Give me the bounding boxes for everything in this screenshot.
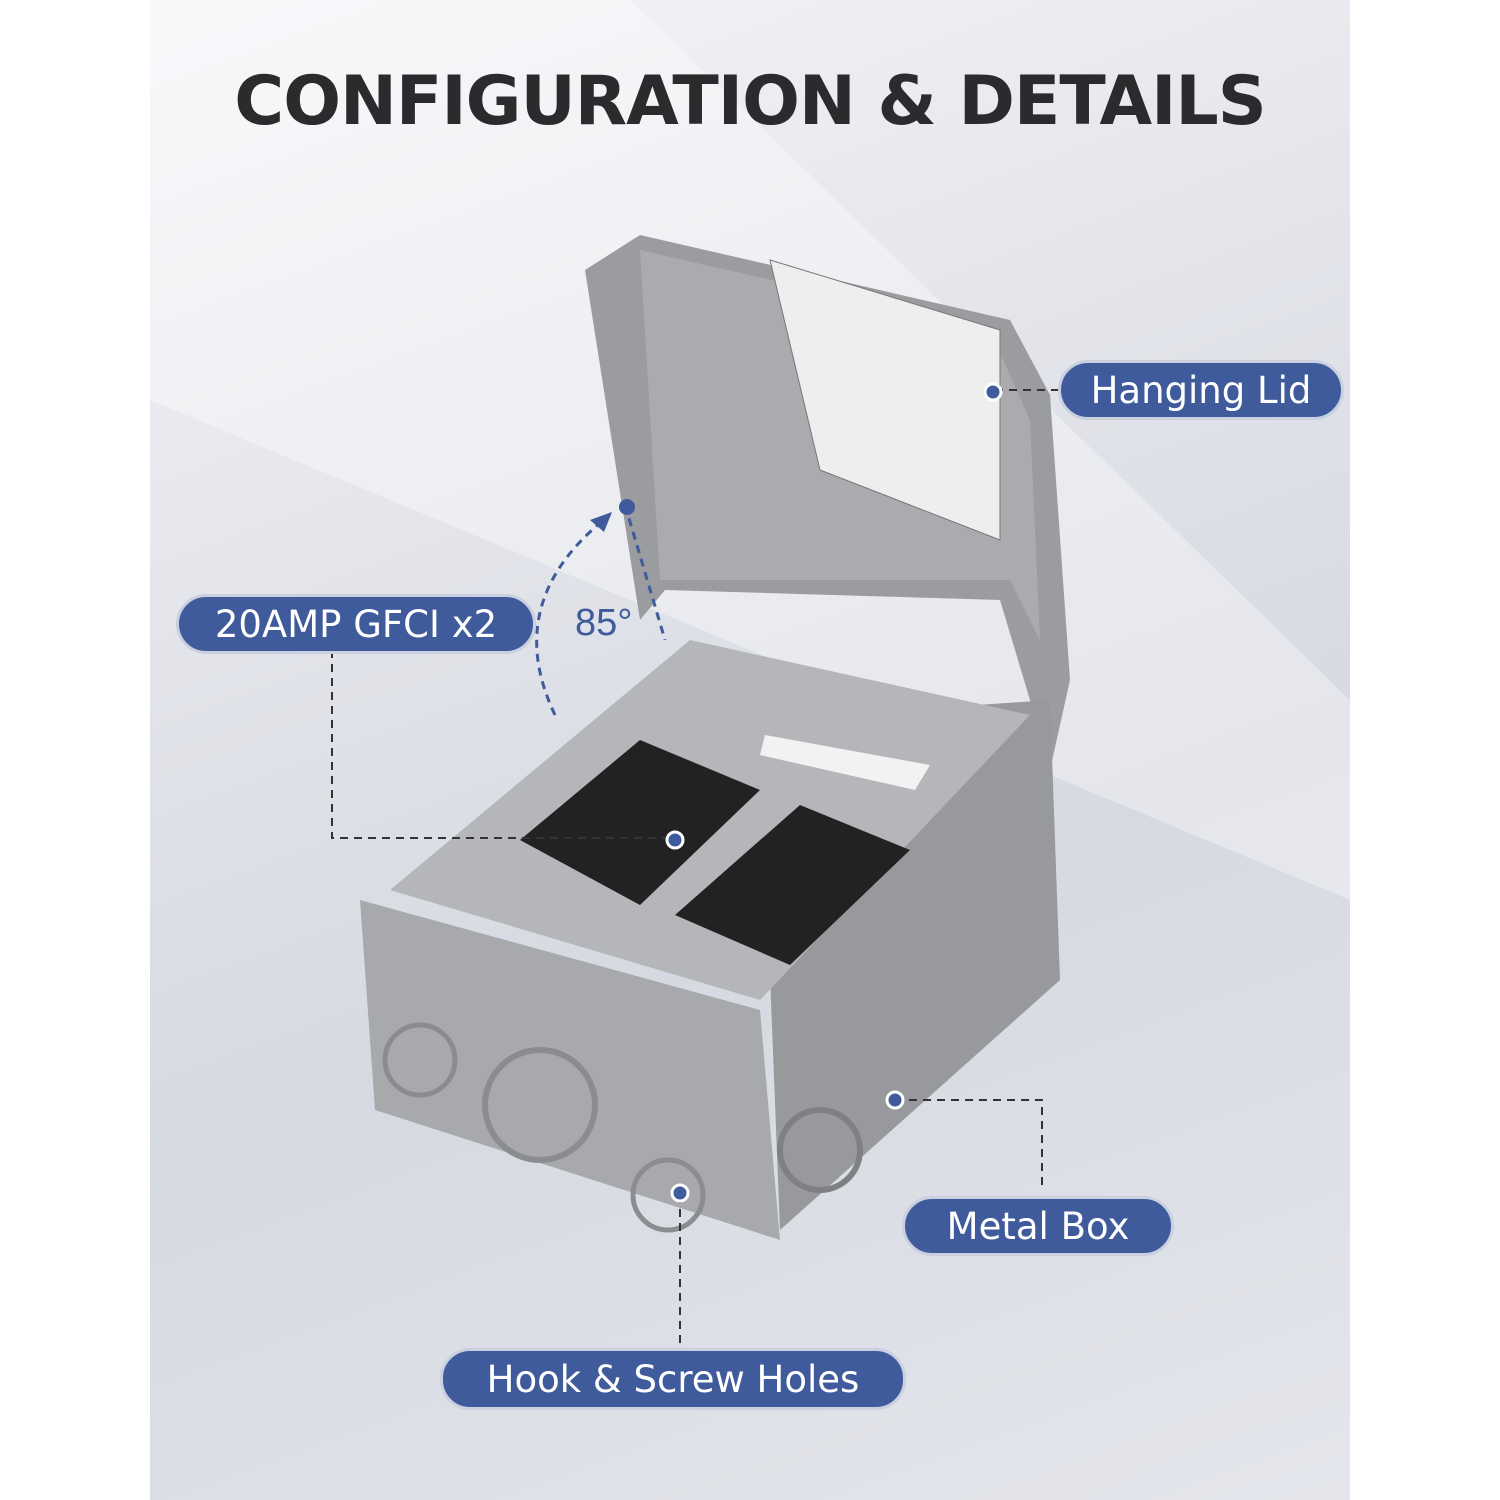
knockout-hole [382,1022,458,1098]
gfci-outlet [675,805,910,965]
knockout-hole [630,1157,706,1233]
callout-metal-box: Metal Box [902,1196,1174,1256]
danger-label [760,735,930,790]
box-front [360,900,780,1240]
knockout-hole [777,1107,863,1193]
gfci-outlet [520,740,760,905]
label-sticker [769,259,1001,541]
callout-hook-screw-holes: Hook & Screw Holes [440,1348,906,1410]
callout-hanging-lid: Hanging Lid [1058,360,1344,420]
page-title: CONFIGURATION & DETAILS [234,62,1266,141]
arrow-icon [590,512,612,532]
angle-label: 85° [575,602,632,644]
hanging-lid [585,235,1070,770]
knockout-hole [482,1047,598,1163]
angle-arc [535,513,611,716]
callout-gfci: 20AMP GFCI x2 [176,594,536,654]
